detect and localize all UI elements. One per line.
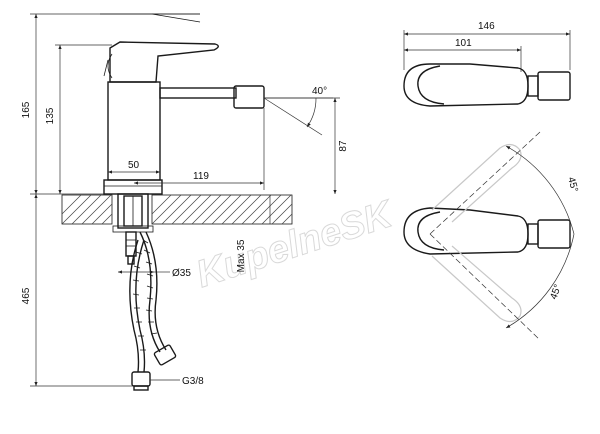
overall-height-label: 165 [21, 101, 32, 118]
side-view: 165 465 135 40° 87 50 119 [21, 13, 349, 391]
top-view: 146 101 45° 45° [403, 21, 580, 341]
hole-diameter-label: Ø35 [172, 268, 191, 279]
top-total-width-label: 146 [478, 21, 495, 32]
top-body-width-label: 101 [455, 38, 472, 49]
deck-section [61, 194, 293, 225]
rotation-angle-upper-label: 45° [565, 176, 580, 193]
watermark-text: KupelneSK [191, 193, 399, 296]
outlet-angle-label: 40° [312, 86, 327, 97]
outlet-height-label: 87 [338, 140, 349, 152]
rotation-angle-lower-label: 45° [548, 283, 564, 301]
deck-thickness-label: Max 35 [236, 239, 247, 272]
hose-length-label: 465 [21, 287, 32, 304]
hose-thread-label: G3/8 [182, 376, 204, 387]
body-height-label: 135 [45, 107, 56, 124]
base-diameter-label: 50 [128, 160, 140, 171]
spout-reach-label: 119 [193, 171, 209, 182]
